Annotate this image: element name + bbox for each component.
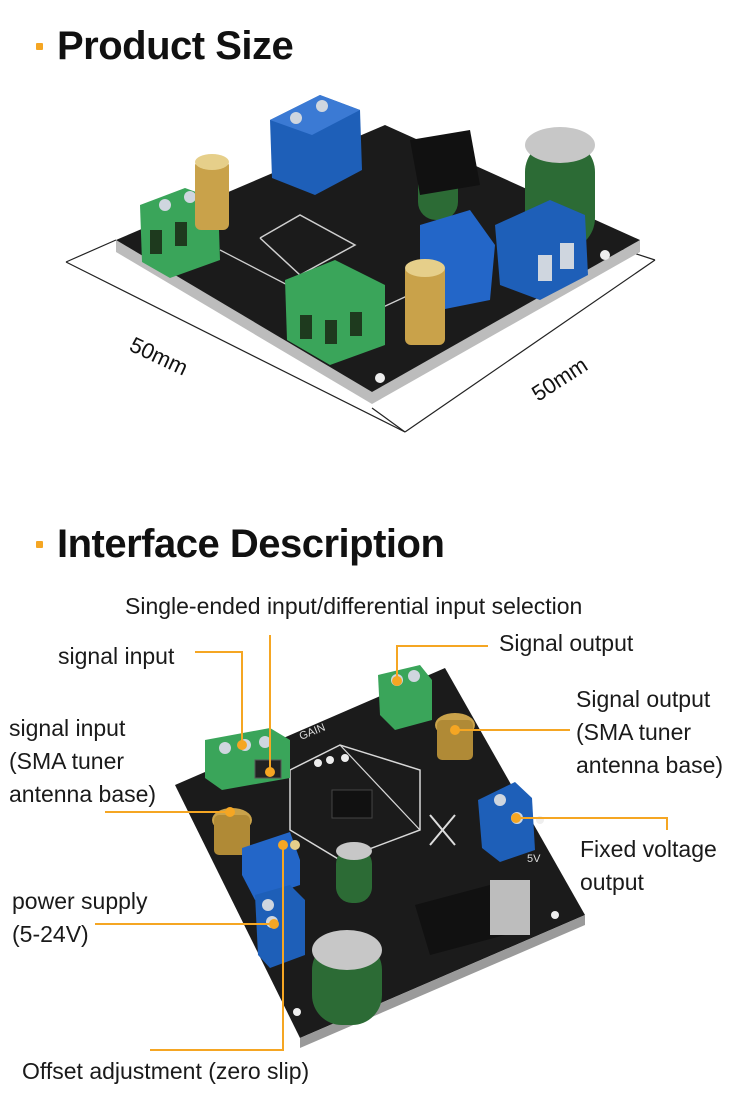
- label-sma-output: Signal output (SMA tuner antenna base): [576, 683, 723, 782]
- interface-description-title: Interface Description: [57, 522, 445, 566]
- label-sma-input-line3: antenna base): [9, 781, 157, 807]
- label-sma-output-line3: antenna base): [576, 752, 724, 778]
- label-signal-input: signal input: [58, 643, 175, 669]
- product-size-title: Product Size: [57, 24, 294, 68]
- label-power-supply: power supply (5-24V): [12, 885, 148, 951]
- label-sma-output-line1: Signal output: [576, 686, 711, 712]
- label-signal-output: Signal output: [499, 630, 634, 656]
- interface-description-heading: Interface Description: [36, 522, 445, 567]
- bullet-icon: [36, 43, 43, 50]
- dimension-right-label: 50mm: [527, 352, 592, 406]
- product-size-heading: Product Size: [36, 24, 294, 69]
- leader-lines: [95, 635, 668, 1051]
- label-input-selection: Single-ended input/differential input se…: [125, 593, 583, 619]
- product-photo-top: [65, 95, 656, 433]
- label-fixed-voltage-line1: Fixed voltage: [580, 836, 717, 862]
- label-sma-input-line1: signal input: [9, 715, 126, 741]
- label-fixed-voltage-line2: output: [580, 869, 644, 895]
- silkscreen-5v: 5V: [527, 853, 541, 865]
- label-sma-input: signal input (SMA tuner antenna base): [9, 712, 156, 811]
- label-fixed-voltage: Fixed voltage output: [580, 833, 717, 899]
- label-offset-adjustment: Offset adjustment (zero slip): [22, 1058, 310, 1084]
- label-power-supply-line2: (5-24V): [12, 921, 89, 947]
- label-sma-output-line2: (SMA tuner: [576, 719, 692, 745]
- dimension-left-label: 50mm: [126, 332, 192, 380]
- label-sma-input-line2: (SMA tuner: [9, 748, 125, 774]
- bullet-icon: [36, 541, 43, 548]
- product-photo-bottom: [175, 665, 585, 1048]
- label-power-supply-line1: power supply: [12, 888, 148, 914]
- leader-dots: [225, 676, 521, 929]
